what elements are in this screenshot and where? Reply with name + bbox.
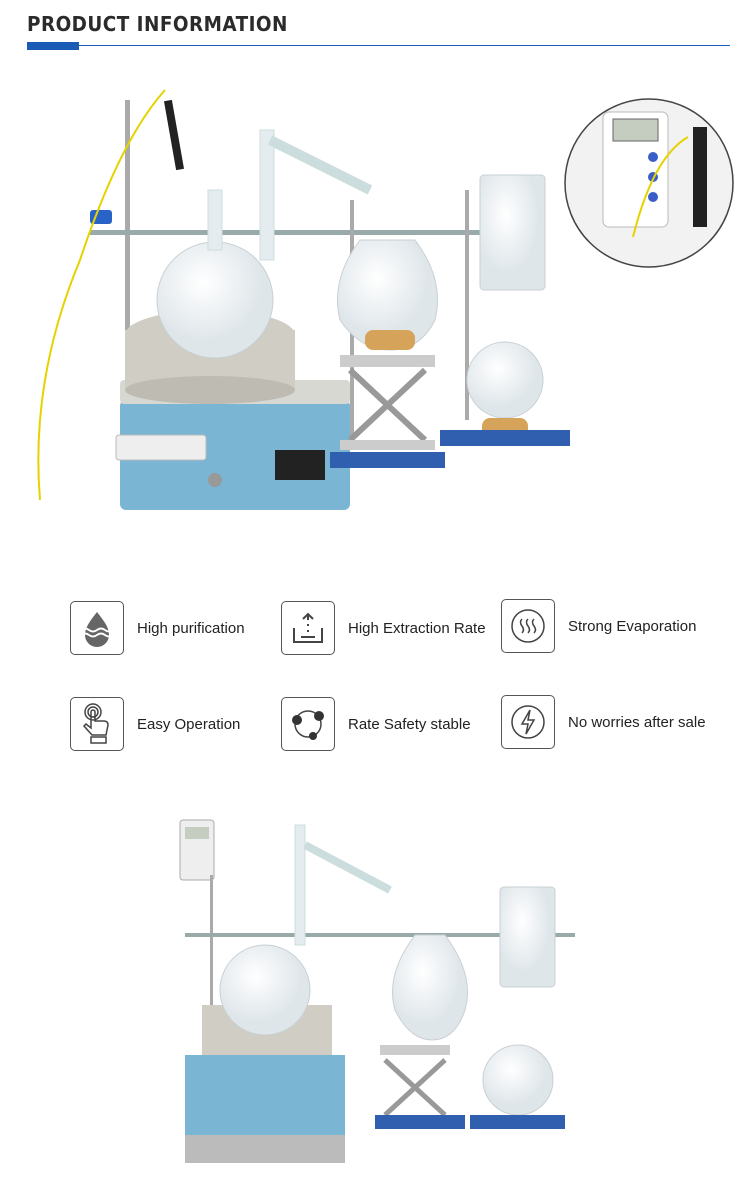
thermometer-inset-photo <box>564 98 734 268</box>
product-photo-1 <box>37 89 570 510</box>
touch-hand-icon <box>70 697 124 751</box>
feature-label: High Extraction Rate <box>348 619 486 637</box>
feature-high-purification: High purification <box>70 601 245 655</box>
feature-rate-safety-stable: Rate Safety stable <box>281 697 471 751</box>
feature-label: Rate Safety stable <box>348 715 471 733</box>
feature-easy-operation: Easy Operation <box>70 697 240 751</box>
heat-waves-icon <box>501 599 555 653</box>
lightning-icon <box>501 695 555 749</box>
water-drop-icon <box>70 601 124 655</box>
feature-label: Strong Evaporation <box>568 617 697 635</box>
feature-strong-evaporation: Strong Evaporation <box>501 599 696 653</box>
feature-no-worries-after-sale: No worries after sale <box>501 695 706 749</box>
product-photo-2 <box>179 819 575 1163</box>
page-title: PRODUCT INFORMATION <box>27 12 288 36</box>
title-divider <box>27 45 730 46</box>
feature-label: High purification <box>137 619 245 637</box>
feature-label: No worries after sale <box>568 713 706 731</box>
upload-tray-icon <box>281 601 335 655</box>
feature-label: Easy Operation <box>137 715 241 733</box>
connected-nodes-icon <box>281 697 335 751</box>
feature-high-extraction-rate: High Extraction Rate <box>281 601 486 655</box>
title-accent-bar <box>27 42 79 50</box>
